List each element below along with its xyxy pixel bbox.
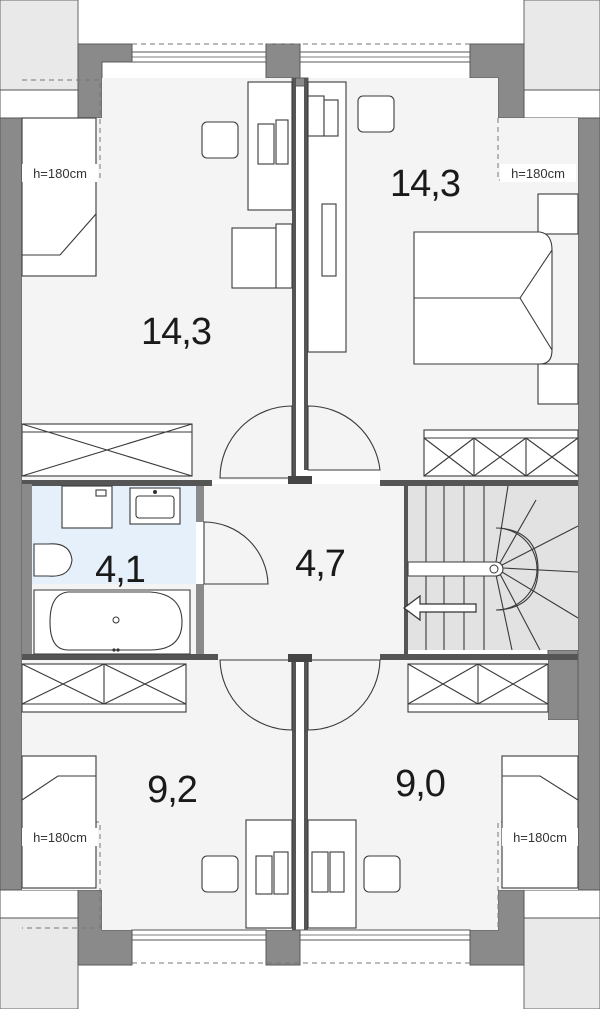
bed-top-right-double (413, 193, 579, 405)
height-note-top-left: h=180cm (33, 166, 87, 181)
dormer-top-right (523, 0, 600, 93)
beds (21, 117, 579, 889)
desks (201, 81, 401, 929)
bathroom-fixtures (33, 485, 191, 655)
area-bathroom: 4,1 (95, 549, 145, 591)
room-areas: 14,3 14,3 4,1 4,7 9,2 9,0 (95, 163, 461, 811)
door-top-right (307, 405, 381, 471)
wardrobe-bottom-left (21, 663, 187, 713)
door-top-left (219, 405, 293, 479)
dormer-bottom-right (523, 916, 600, 1009)
wardrobes (21, 423, 579, 713)
toilet (33, 543, 73, 577)
stairs-arrow-icon (403, 594, 477, 622)
doors (203, 405, 381, 731)
height-note-top-right: h=180cm (511, 166, 565, 181)
windows (131, 43, 471, 964)
desk-bottom-right (307, 819, 401, 929)
door-bathroom (203, 521, 269, 585)
area-bedroom-bottom-right: 9,0 (395, 763, 445, 805)
height-note-bottom-left: h=180cm (33, 830, 87, 845)
door-bottom-left (219, 659, 293, 731)
bed-bottom-left (21, 755, 97, 889)
area-hallway: 4,7 (295, 543, 345, 585)
wardrobe-top-right (423, 429, 579, 477)
desk-top-left (201, 81, 293, 289)
bed-bottom-right (501, 755, 579, 889)
desk-bottom-left (201, 819, 293, 929)
wardrobe-top-left (21, 423, 193, 477)
area-bedroom-top-right: 14,3 (390, 163, 460, 205)
door-bottom-right (307, 659, 381, 731)
desk-top-center (307, 81, 395, 353)
wardrobe-bottom-right (407, 663, 549, 713)
dormer-bottom-left (0, 916, 79, 1009)
area-bedroom-bottom-left: 9,2 (147, 769, 197, 811)
bed-top-left (21, 117, 97, 277)
interior-walls (22, 77, 578, 930)
dormer-top-left (0, 0, 79, 93)
height-notes: h=180cm h=180cm h=180cm h=180cm (22, 164, 578, 846)
height-note-bottom-right: h=180cm (513, 830, 567, 845)
stairs (403, 485, 579, 651)
area-bedroom-top-left: 14,3 (141, 311, 211, 353)
